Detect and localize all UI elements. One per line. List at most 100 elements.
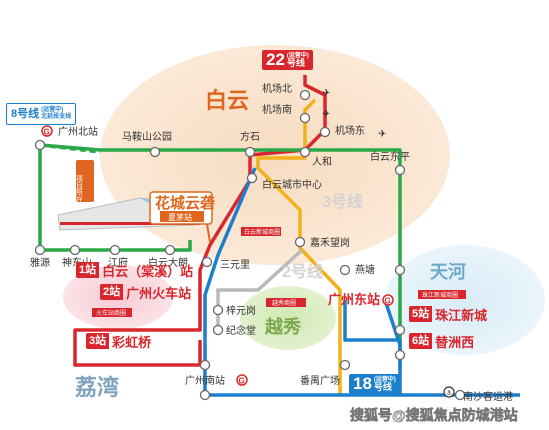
stop-count: 6站 [409, 333, 433, 349]
label-ziyuangang: 梓元岗 [226, 304, 256, 317]
tag-zhujiang-cbd: 珠江新城商圈 [422, 291, 458, 299]
line-22-badge: 22 (运营中)号线 [262, 50, 313, 70]
station-dot [199, 359, 211, 371]
stop-count: 5站 [409, 306, 433, 322]
line-8-badge: 8号线 (运营中)北延段支线 [6, 103, 77, 125]
label-fangshi: 方石 [240, 130, 260, 143]
line-8-num: 8号线 [11, 108, 40, 120]
line-8-dashed [39, 143, 101, 154]
label-jinianting: 纪念堂 [226, 324, 256, 337]
label-airport-south: 机场南 [262, 103, 292, 116]
label-airport-east: 机场东 [335, 124, 365, 137]
stop-badge-2: 2站 广州火车站 [100, 284, 192, 301]
tag-bg [266, 298, 306, 307]
label-baiyun-dongping: 白云东平 [370, 150, 410, 163]
here-marker: 项目所在 [76, 160, 94, 203]
station-dot [299, 89, 311, 101]
line-22-tag: (运营中) [286, 53, 309, 59]
label-baiyun-city-center: 白云城市中心 [262, 178, 322, 191]
airplane-icon: ✈ [322, 88, 330, 99]
label-renhe: 人和 [312, 156, 332, 168]
stop-count: 2站 [100, 284, 124, 300]
line-2-label: 2号线 [282, 262, 323, 281]
station-dot [394, 264, 406, 276]
project-name: 花城云砻 [155, 194, 215, 212]
station-dot [199, 389, 211, 401]
region-baiyun: 白云 [205, 88, 249, 113]
stop-name: 彩虹桥 [112, 334, 152, 350]
here-tag: 项目所在 [76, 175, 84, 203]
stop-badge-1: 1站 白云（棠溪）站 [76, 262, 193, 279]
label-nansha: 南沙客运港 [463, 390, 513, 403]
tag-bg [241, 227, 281, 236]
line-18 [203, 167, 520, 397]
station-dot [294, 236, 306, 248]
label-panyu-square: 番禺广场 [300, 374, 340, 387]
label-guangzhou-north: 广州北站 [58, 125, 98, 138]
svg-text:G: G [385, 297, 391, 306]
label-sanyuanli: 三元里 [220, 259, 250, 271]
station-dot [244, 146, 256, 158]
station-dot [69, 244, 81, 256]
label-guangzhou-east: 广州东站 [328, 292, 380, 307]
region-liwan: 荔湾 [75, 375, 119, 400]
tag-railway-cbd: 火车站商圈 [96, 309, 126, 317]
line-22-suffix: 号线 [286, 58, 305, 68]
station-dot [394, 164, 406, 176]
stop-name: 珠江新城 [435, 307, 488, 323]
label-jiahe-wanggang: 嘉禾望岗 [310, 236, 350, 249]
project-callout: 花城云砻 夏茅站 [149, 191, 215, 225]
watermark: 搜狐号@搜狐焦点防城港站 [350, 407, 518, 423]
station-dot [394, 349, 406, 361]
yuexiu-region [240, 286, 336, 350]
stop-badge-5: 5站 珠江新城 [409, 306, 488, 323]
stop-count: 1站 [76, 262, 100, 278]
label-yayuan: 雅源 [30, 256, 50, 269]
station-dot [339, 359, 351, 371]
line-22-num: 22 [266, 50, 285, 69]
rail-station-icon: G [41, 125, 53, 137]
region-tianhe: 天河 [430, 262, 466, 282]
svg-text:⚓: ⚓ [446, 390, 452, 397]
project-station: 夏茅站 [168, 212, 192, 222]
station-dot [339, 264, 351, 276]
station-dot [212, 324, 224, 336]
airplane-icon: ✈ [378, 129, 386, 140]
station-dot [299, 146, 311, 158]
tag-bg [92, 308, 132, 317]
label-guangzhou-south: 广州南站 [185, 374, 225, 387]
station-dot [299, 112, 311, 124]
airplane-icon: ✈ [322, 109, 330, 120]
station-dot [454, 389, 466, 401]
label-airport-north: 机场北 [262, 82, 292, 95]
line-18-suffix: 号线 [373, 382, 392, 392]
station-dot [212, 304, 224, 316]
station-dot [149, 146, 161, 158]
rail-station-icon: G [382, 294, 394, 306]
tag-bg [418, 290, 466, 299]
stop-name: 广州火车站 [126, 285, 192, 301]
label-yantang: 燕塘 [355, 263, 375, 276]
label-baiyun-dalang: 白云大朗 [148, 256, 188, 269]
stop-badge-3: 3站 彩虹桥 [86, 333, 152, 350]
station-dots [34, 89, 466, 401]
rail-station-icon: G [236, 374, 248, 386]
stop-count: 3站 [86, 333, 110, 349]
tag-baiyun-cbd: 白云新城商圈 [244, 228, 280, 236]
station-dot [164, 244, 176, 256]
label-maan-park: 马鞍山公园 [122, 130, 172, 143]
line-22 [73, 75, 327, 367]
line-8-tag: (运营中) [41, 107, 64, 113]
station-dot [394, 324, 406, 336]
label-jianggang: 江府 [108, 256, 128, 269]
line-3-label: 3号线 [322, 192, 363, 211]
svg-text:G: G [44, 128, 50, 137]
station-dot [319, 126, 331, 138]
region-yuexiu: 越秀 [264, 316, 301, 337]
station-dot [246, 172, 258, 184]
station-dot [201, 256, 213, 268]
station-dot [34, 244, 46, 256]
line-18-tag: (运营中) [373, 377, 396, 383]
line-3 [256, 98, 342, 395]
anchor-icon: ⚓ [443, 386, 455, 398]
